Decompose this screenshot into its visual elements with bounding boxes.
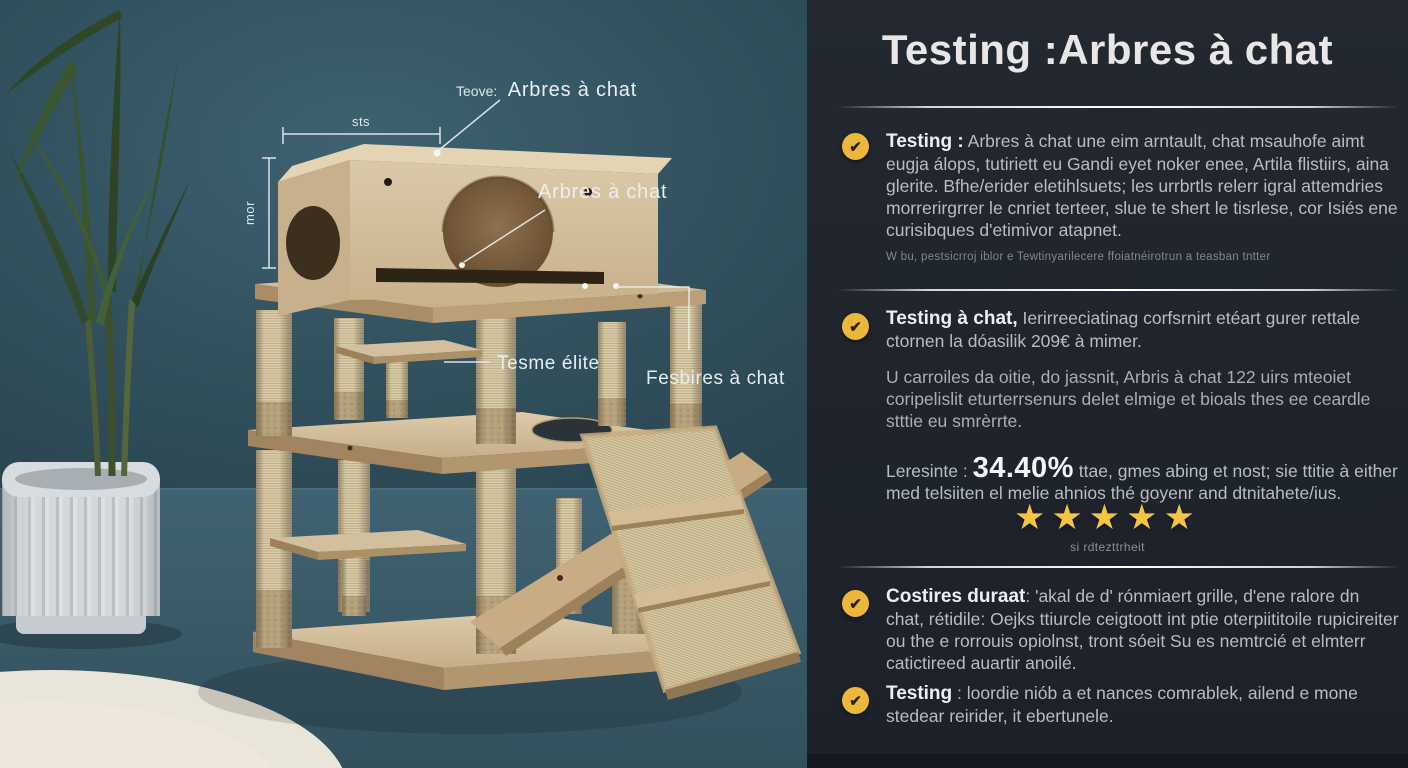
bullet-1-text: Arbres à chat une eim arntault, chat msa…	[886, 131, 1398, 240]
annotation-house-label: Arbres à chat	[459, 181, 667, 268]
top-label-text: Arbres à chat	[508, 79, 637, 101]
check-icon: ✔	[842, 313, 869, 340]
cat-house	[278, 144, 672, 316]
star-rating-caption: si rdtezttrheit	[1070, 540, 1145, 554]
lower-shelf	[270, 530, 466, 560]
bullet-4: Testing : loordie niób a et nances comra…	[886, 682, 1400, 727]
top-label-prefix: Teove:	[456, 83, 497, 99]
bullet-1: Testing : Arbres à chat une eim arntault…	[886, 130, 1400, 268]
rug	[0, 670, 343, 768]
plant	[5, 10, 190, 477]
info-panel: Testing :Arbres à chat ✔ ✔ ✔ ✔ Testing :…	[807, 0, 1408, 768]
ramp-label-text: Fesbires à chat	[646, 368, 785, 389]
bullet-3-text: : 'akal de d' rónmiaert grille, d'ene ra…	[886, 586, 1399, 673]
bullet-2-paragraph: U carroiles da oitie, do jassnit, Arbris…	[886, 367, 1371, 431]
upper-shelf	[336, 340, 482, 364]
divider	[837, 566, 1400, 568]
annotations: sts mor Teove: Arbres à chat	[242, 79, 785, 389]
page-title: Testing :Arbres à chat	[881, 26, 1334, 73]
scene-svg: sts mor Teove: Arbres à chat	[0, 0, 807, 768]
house-label-text: Arbres à chat	[538, 181, 667, 203]
stat-value: 34.40%	[972, 452, 1074, 484]
check-icon: ✔	[842, 687, 869, 714]
check-icon: ✔	[842, 133, 869, 160]
plant-pot	[2, 462, 160, 634]
dimension-width: sts	[282, 114, 441, 144]
bullet-1-footnote: W bu, pestsicrroj iblor e Tewtinyarilece…	[886, 251, 1271, 263]
bullet-4-text: : loordie niób a et nances comrablek, ai…	[886, 683, 1358, 726]
bottom-strip	[807, 754, 1408, 768]
svg-text:Teove: Arbres à ch: Teove: Arbres à chat	[456, 79, 637, 101]
bullet-2-lead: Testing à chat,	[886, 308, 1018, 329]
bullet-2: Testing à chat, Ierirreeciatinag corfsrn…	[886, 307, 1400, 352]
annotation-post-label: Tesme élite	[444, 353, 600, 374]
divider	[837, 106, 1400, 108]
stat-label: Leresinte :	[886, 461, 973, 481]
check-icon: ✔	[842, 590, 869, 617]
bullet-1-lead: Testing :	[886, 131, 964, 152]
cat-tree	[248, 144, 802, 700]
star-rating: ★★★★★	[1014, 498, 1201, 537]
bullet-2-stat: Leresinte : 34.40% ttae, gmes abing et n…	[886, 454, 1400, 504]
stat-rest: ttae, gmes abing et nost; sie ttitie à e…	[886, 461, 1398, 503]
annotation-top-label: Teove: Arbres à chat	[433, 79, 637, 157]
dimension-height: mor	[242, 157, 276, 269]
product-photo: sts mor Teove: Arbres à chat	[0, 0, 807, 768]
post-label-text: Tesme élite	[497, 353, 600, 374]
bullet-4-lead: Testing	[886, 683, 953, 704]
dim-height-label: mor	[242, 201, 257, 225]
divider	[837, 289, 1400, 291]
ramp	[579, 425, 802, 700]
dim-width-label: sts	[352, 114, 370, 129]
bullet-3-lead: Costires duraat	[886, 586, 1026, 607]
bullet-3: Costires duraat: 'akal de d' rónmiaert g…	[886, 585, 1400, 674]
bullet-2-text: Ierirreeciatinag corfsrnirt etéart gurer…	[886, 308, 1360, 351]
annotation-ramp-label: Fesbires à chat	[582, 283, 785, 389]
